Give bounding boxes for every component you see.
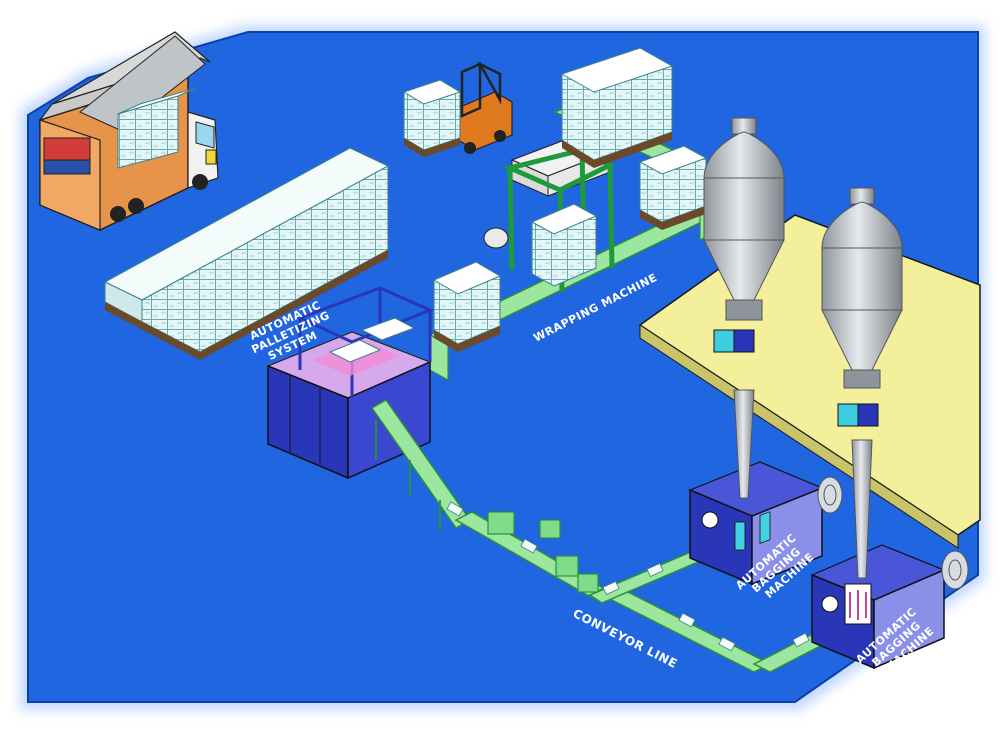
pallet-stack-wrapping-in <box>432 261 502 352</box>
truck-icon <box>38 31 219 231</box>
silo-icon <box>703 117 785 499</box>
pallet-stack-top-right <box>560 47 674 168</box>
pallet-storage-area <box>103 147 390 360</box>
pallet-stack-wrapped-out <box>638 145 708 230</box>
bagging-machine-1 <box>688 461 843 586</box>
conveyor-line <box>454 511 831 673</box>
fan-icon <box>941 550 969 590</box>
bags-on-conveyor <box>446 501 810 652</box>
pallet-stack-forklift <box>402 79 462 157</box>
fan-icon <box>817 476 843 514</box>
bagging-machine-2 <box>810 544 969 670</box>
silo-icon <box>821 187 903 579</box>
